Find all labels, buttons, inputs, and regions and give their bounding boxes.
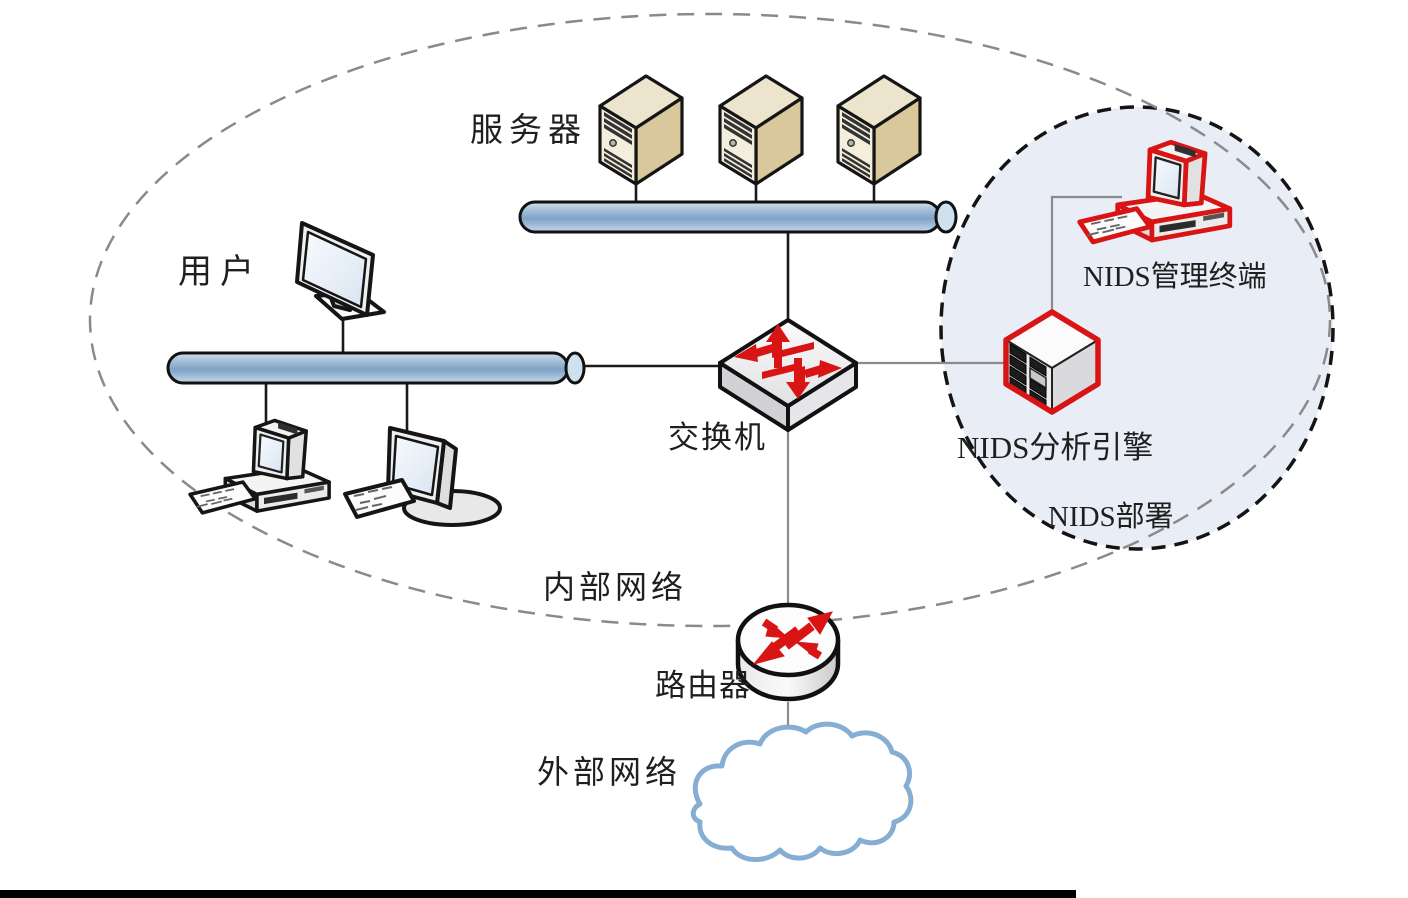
connection-lines	[264, 182, 876, 434]
user-monitor	[295, 221, 386, 321]
nids-terminal-label: NIDS管理终端	[1083, 260, 1267, 293]
router-device	[735, 602, 841, 702]
nids-engine-device	[1003, 309, 1101, 415]
router-arrows-icon	[752, 611, 833, 665]
engine-panel	[1029, 366, 1047, 390]
users-label: 用户	[178, 253, 262, 291]
switch-top-face	[718, 318, 858, 408]
external-network-label: 外部网络	[537, 754, 681, 790]
server-bus	[518, 200, 958, 234]
nids-zone-boundary	[939, 105, 1335, 551]
server-tower-1	[598, 74, 684, 186]
server-bus-end-cap	[934, 200, 958, 234]
external-cloud	[690, 721, 914, 862]
servers-label: 服务器	[470, 112, 587, 149]
internal-network-boundary	[88, 12, 1332, 628]
link-engine-terminal	[1050, 195, 1122, 311]
internal-network-label: 内部网络	[543, 569, 687, 605]
switch-device	[718, 318, 858, 432]
nids-zone-label: NIDS部署	[1048, 500, 1174, 533]
nids-engine-label: NIDS分析引擎	[957, 430, 1153, 465]
switch-label: 交换机	[668, 420, 767, 455]
server-tower-2	[718, 74, 804, 186]
user-bus-end-cap	[564, 351, 586, 385]
engine-drive-bays	[1009, 343, 1047, 408]
user-desktop-1	[188, 418, 331, 515]
user-bus	[166, 351, 586, 385]
user-desktop-2	[343, 426, 502, 527]
switch-arrows-icon	[734, 324, 842, 399]
router-label: 路由器	[655, 668, 751, 703]
server-tower-3	[836, 74, 922, 186]
monitor-screen	[301, 230, 368, 309]
engine-red-outline	[1003, 309, 1101, 415]
bottom-bar	[0, 890, 1076, 898]
